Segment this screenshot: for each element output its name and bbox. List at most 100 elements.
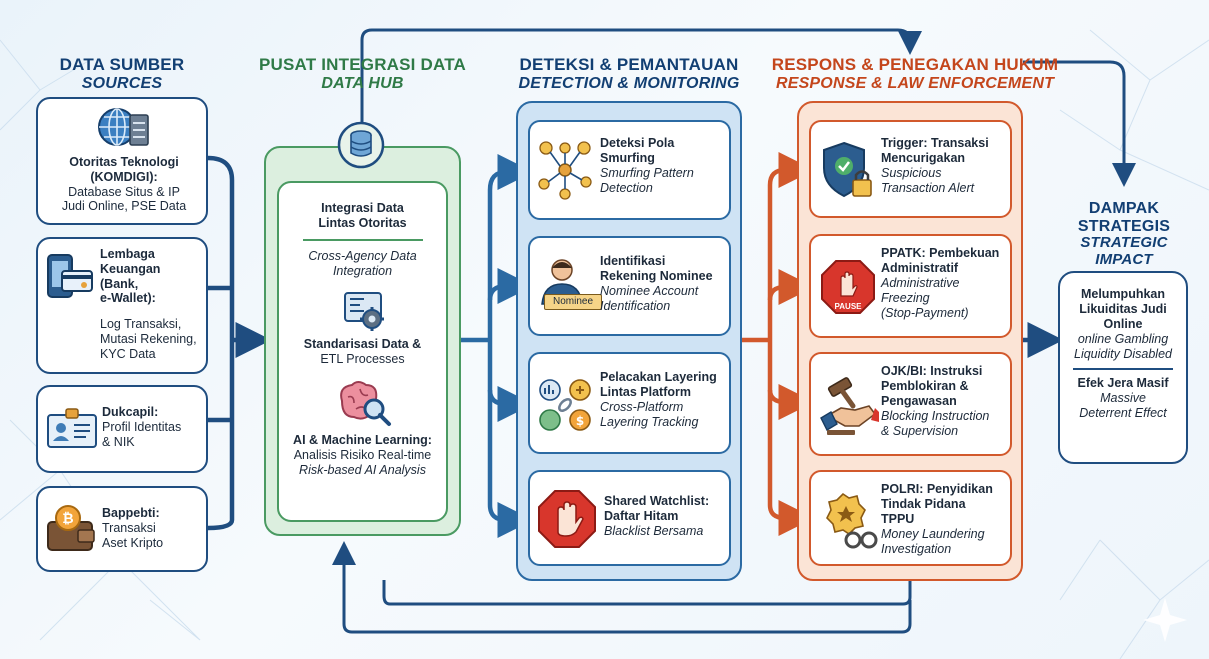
response-ppatk: PAUSE PPATK: Pembekuan Administratif Adm…: [809, 234, 1012, 338]
svg-text:$: $: [576, 414, 584, 428]
hub-integration-sub2: Integration: [332, 263, 393, 278]
hub-standard-sub: ETL Processes: [320, 351, 405, 366]
detection-watchlist-sub1: Blacklist Bersama: [604, 524, 704, 538]
nominee-badge-label: Nominee: [552, 296, 594, 307]
source-finance: Lembaga Keuangan (Bank, e-Wallet): Log T…: [36, 237, 208, 374]
impact-title-line2: STRATEGIS: [1077, 217, 1171, 235]
source-finance-line1: Log Transaksi,: [100, 317, 182, 331]
detection-layering-sub2: Layering Tracking: [600, 415, 699, 429]
response-ppatk-sub1: Administrative: [881, 276, 960, 290]
response-title: RESPONS & PENEGAKAN HUKUM: [771, 55, 1059, 74]
id-card-icon: [47, 408, 97, 448]
impact-item1-title3: Online: [1103, 317, 1143, 331]
source-komdigi-line1: Database Situs & IP: [68, 184, 180, 199]
impact-divider: [1073, 368, 1173, 370]
response-trigger-title2: Mencurigakan: [881, 151, 966, 165]
source-bappebti: ₿ Bappebti: Transaksi Aset Kripto: [36, 486, 208, 572]
source-komdigi-title: Otoritas Teknologi (KOMDIGI):: [69, 155, 179, 184]
hub-title: PUSAT INTEGRASI DATA: [258, 55, 467, 74]
source-finance-line2: Mutasi Rekening,: [100, 331, 197, 346]
source-dukcapil-line2: & NIK: [102, 434, 135, 449]
sources-subtitle: SOURCES: [81, 75, 163, 92]
brain-magnifier-icon: [339, 380, 391, 426]
response-ppatk-sub2: Freezing: [881, 291, 930, 305]
impact-title-line1: DAMPAK: [1088, 200, 1160, 217]
response-ojk-title2: Pemblokiran &: [881, 379, 969, 393]
source-finance-title2: Keuangan: [100, 261, 161, 276]
response-column-title: RESPONS & PENEGAKAN HUKUM RESPONSE & LAW…: [770, 55, 1060, 93]
gavel-handshake-icon: [820, 377, 879, 435]
detection-nominee-title1: Identifikasi: [600, 254, 666, 268]
data-hub-content: Integrasi Data Lintas Otoritas Cross-Age…: [277, 181, 448, 522]
source-komdigi: Otoritas Teknologi (KOMDIGI): Database S…: [36, 97, 208, 225]
detection-smurfing-title2: Smurfing: [600, 151, 655, 165]
detection-smurfing-sub2: Detection: [600, 181, 653, 195]
impact-item1-sub2: Liquidity Disabled: [1074, 347, 1172, 361]
hub-standard-title: Standarisasi Data &: [303, 336, 422, 351]
svg-text:₿: ₿: [62, 511, 73, 527]
source-finance-title1: Lembaga: [100, 247, 155, 261]
detection-smurfing-title1: Deteksi Pola: [600, 136, 675, 150]
pause-badge-label: PAUSE: [834, 302, 862, 311]
hub-ai-title: AI & Machine Learning:: [293, 432, 432, 447]
response-trigger-title1: Trigger: Transaksi: [881, 136, 989, 150]
detection-title: DETEKSI & PEMANTAUAN: [519, 55, 739, 74]
hub-integration-sub1: Cross-Agency Data: [308, 248, 417, 263]
detection-watchlist-title1: Shared Watchlist:: [604, 494, 710, 508]
impact-box: Melumpuhkan Likuiditas Judi Online onlin…: [1058, 271, 1188, 464]
detection-layering-sub1: Cross-Platform: [600, 400, 684, 414]
response-ppatk-title1: PPATK: Pembekuan: [881, 246, 1000, 260]
response-ojk-title3: Pengawasan: [881, 394, 957, 408]
source-bappebti-line1: Transaksi: [102, 520, 156, 535]
bitcoin-wallet-icon: ₿: [47, 505, 95, 551]
source-finance-line3: KYC Data: [100, 346, 156, 361]
detection-smurfing: Deteksi Pola Smurfing Smurfing Pattern D…: [528, 120, 731, 220]
detection-layering-title1: Pelacakan Layering: [600, 370, 717, 384]
impact-item1-title2: Likuiditas Judi: [1079, 302, 1167, 316]
detection-layering: $ Pelacakan Layering Lintas Platform Cro…: [528, 352, 731, 454]
globe-server-icon: [98, 108, 149, 146]
sources-column-title: DATA SUMBER SOURCES: [36, 55, 208, 93]
response-polri-title1: POLRI: Penyidikan: [881, 482, 993, 496]
impact-item2-sub2: Deterrent Effect: [1079, 405, 1167, 420]
source-dukcapil: Dukcapil: Profil Identitas & NIK: [36, 385, 208, 473]
chip-gear-icon: [343, 291, 384, 331]
response-trigger: Trigger: Transaksi Mencurigakan Suspicio…: [809, 120, 1012, 218]
hub-subtitle: DATA HUB: [321, 75, 404, 92]
source-bappebti-line2: Aset Kripto: [102, 535, 164, 550]
hub-ai-line2: Risk-based AI Analysis: [299, 462, 426, 477]
nominee-badge: Nominee: [544, 294, 602, 310]
detection-nominee-sub1: Nominee Account: [600, 284, 699, 298]
impact-item1-title1: Melumpuhkan: [1080, 287, 1166, 301]
impact-item2-sub1: Massive: [1100, 390, 1146, 405]
impact-subtitle-line2: IMPACT: [1095, 250, 1153, 268]
hub-column-title: PUSAT INTEGRASI DATA DATA HUB: [250, 55, 475, 93]
response-polri-title3: TPPU: [881, 512, 915, 526]
response-ojk-bi: OJK/BI: Instruksi Pemblokiran & Pengawas…: [809, 352, 1012, 456]
detection-nominee-sub2: Identification: [600, 299, 671, 313]
stop-hand-icon: [538, 490, 596, 548]
response-polri: POLRI: Penyidikan Tindak Pidana TPPU Mon…: [809, 470, 1012, 566]
badge-handcuffs-icon: [826, 492, 878, 549]
response-ppatk-sub3: (Stop-Payment): [881, 306, 969, 320]
layering-chain-icon: $: [539, 379, 591, 431]
detection-watchlist-title2: Daftar Hitam: [604, 509, 679, 523]
response-trigger-sub1: Suspicious: [881, 166, 942, 180]
source-bappebti-title: Bappebti:: [102, 506, 160, 520]
hub-integration-title2: Lintas Otoritas: [318, 216, 407, 230]
detection-layering-title2: Lintas Platform: [600, 385, 691, 399]
card-phone-icon: [47, 254, 93, 298]
response-trigger-sub2: Transaction Alert: [881, 181, 975, 195]
sources-title: DATA SUMBER: [59, 55, 185, 74]
response-polri-sub1: Money Laundering: [881, 527, 985, 541]
smurfing-network-icon: [538, 141, 592, 200]
source-finance-title4: e-Wallet):: [100, 291, 156, 306]
detection-nominee: Nominee Identifikasi Rekening Nominee No…: [528, 236, 731, 336]
response-polri-title2: Tindak Pidana: [881, 497, 966, 511]
impact-subtitle-line1: STRATEGIC: [1080, 234, 1168, 252]
detection-column-title: DETEKSI & PEMANTAUAN DETECTION & MONITOR…: [500, 55, 758, 93]
response-ojk-sub2: & Supervision: [881, 424, 959, 438]
impact-item1-sub1: online Gambling: [1077, 332, 1169, 346]
detection-watchlist: Shared Watchlist: Daftar Hitam Blacklist…: [528, 470, 731, 566]
